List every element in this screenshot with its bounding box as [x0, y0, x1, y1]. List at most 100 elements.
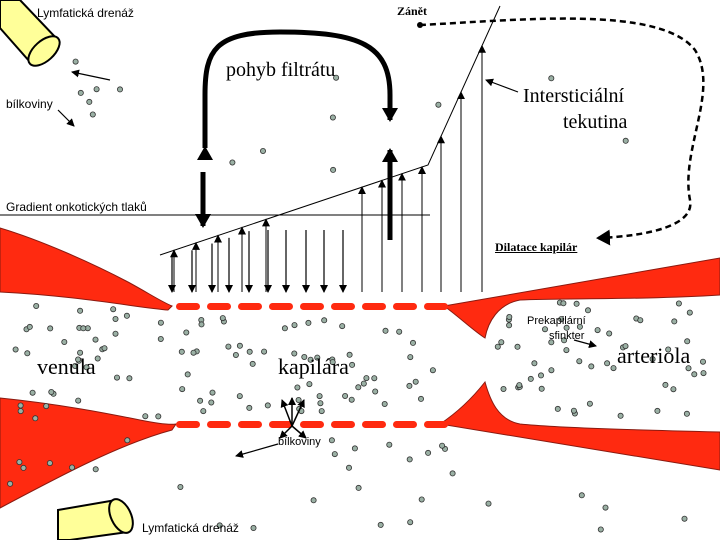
particle: [538, 373, 543, 378]
particle: [397, 329, 402, 334]
particle: [607, 331, 612, 336]
particle: [306, 320, 311, 325]
particle: [373, 389, 378, 394]
particle: [260, 148, 265, 153]
particle: [185, 372, 190, 377]
particle: [340, 324, 345, 329]
label-filtrate-movement: pohyb filtrátu: [226, 60, 335, 80]
particle: [701, 371, 706, 376]
particle: [426, 450, 431, 455]
particle: [618, 413, 623, 418]
particle: [265, 403, 270, 408]
particle: [430, 368, 435, 373]
particle: [27, 324, 32, 329]
particle: [198, 398, 203, 403]
particle: [440, 443, 445, 448]
capillary-wall-segment: [207, 303, 231, 310]
particle: [48, 326, 53, 331]
particle: [410, 340, 415, 345]
filtrate-movement-arrow: [205, 32, 390, 148]
particle: [555, 406, 560, 411]
particle: [93, 337, 98, 342]
label-inflammation: Zánět: [397, 5, 427, 17]
particle: [30, 390, 35, 395]
capillary-wall-segment: [300, 421, 324, 428]
particle: [18, 403, 23, 408]
label-precapillary-sphincter-1: Prekapilární: [527, 316, 586, 327]
particle: [408, 355, 413, 360]
capillary-wall-segment: [238, 303, 262, 310]
capillary-wall-segment: [424, 303, 448, 310]
particle: [638, 318, 643, 323]
particle: [331, 167, 336, 172]
particle: [113, 316, 118, 321]
particle: [18, 409, 23, 414]
particle: [387, 442, 392, 447]
particle: [81, 326, 86, 331]
particle: [330, 115, 335, 120]
particle: [413, 379, 418, 384]
inflammation-arrow: [420, 19, 703, 238]
particle: [191, 350, 196, 355]
particle: [343, 393, 348, 398]
particle: [102, 346, 107, 351]
particle: [663, 382, 668, 387]
particle: [78, 308, 83, 313]
protein-leak-arrows: [280, 398, 306, 438]
label-interstitial-fluid-2: tekutina: [563, 112, 627, 132]
particle: [90, 112, 95, 117]
capillary-wall-segment: [331, 303, 355, 310]
particle: [349, 397, 354, 402]
particle: [178, 484, 183, 489]
particle: [350, 362, 355, 367]
particle: [361, 381, 366, 386]
particle: [574, 301, 579, 306]
capillary-wall-top: [176, 303, 448, 310]
particle: [408, 520, 413, 525]
particle: [317, 394, 322, 399]
capillary-wall-segment: [269, 303, 293, 310]
particle: [352, 446, 357, 451]
particle: [419, 497, 424, 502]
particle: [318, 401, 323, 406]
label-lymph-drainage-bottom: Lymfatická drenáž: [142, 522, 239, 534]
particle: [319, 409, 324, 414]
particle: [595, 328, 600, 333]
particle: [25, 351, 30, 356]
particle: [450, 471, 455, 476]
particle: [364, 376, 369, 381]
particle: [114, 375, 119, 380]
particle: [382, 401, 387, 406]
particle: [62, 339, 67, 344]
particle: [233, 352, 238, 357]
label-proteins-bottom: bílkoviny: [278, 437, 321, 448]
particle: [210, 390, 215, 395]
particle: [499, 340, 504, 345]
particle: [179, 349, 184, 354]
particle: [201, 409, 206, 414]
capillary-wall-segment: [393, 303, 417, 310]
particle: [282, 326, 287, 331]
particle: [180, 387, 185, 392]
oncotic-gradient-line: [160, 6, 500, 255]
particle: [329, 438, 334, 443]
label-venule: venula: [37, 356, 96, 378]
particle: [13, 347, 18, 352]
particle: [21, 465, 26, 470]
particle: [515, 344, 520, 349]
particle: [684, 411, 689, 416]
particle: [507, 314, 512, 319]
particle: [220, 316, 225, 321]
particle: [418, 396, 423, 401]
particle: [672, 319, 677, 324]
particle: [184, 330, 189, 335]
particle: [332, 452, 337, 457]
particle: [33, 416, 38, 421]
particle: [292, 323, 297, 328]
particle: [378, 522, 383, 527]
particle: [93, 467, 98, 472]
particle: [78, 90, 83, 95]
filtration-arrows: [172, 46, 482, 292]
particle: [296, 397, 301, 402]
